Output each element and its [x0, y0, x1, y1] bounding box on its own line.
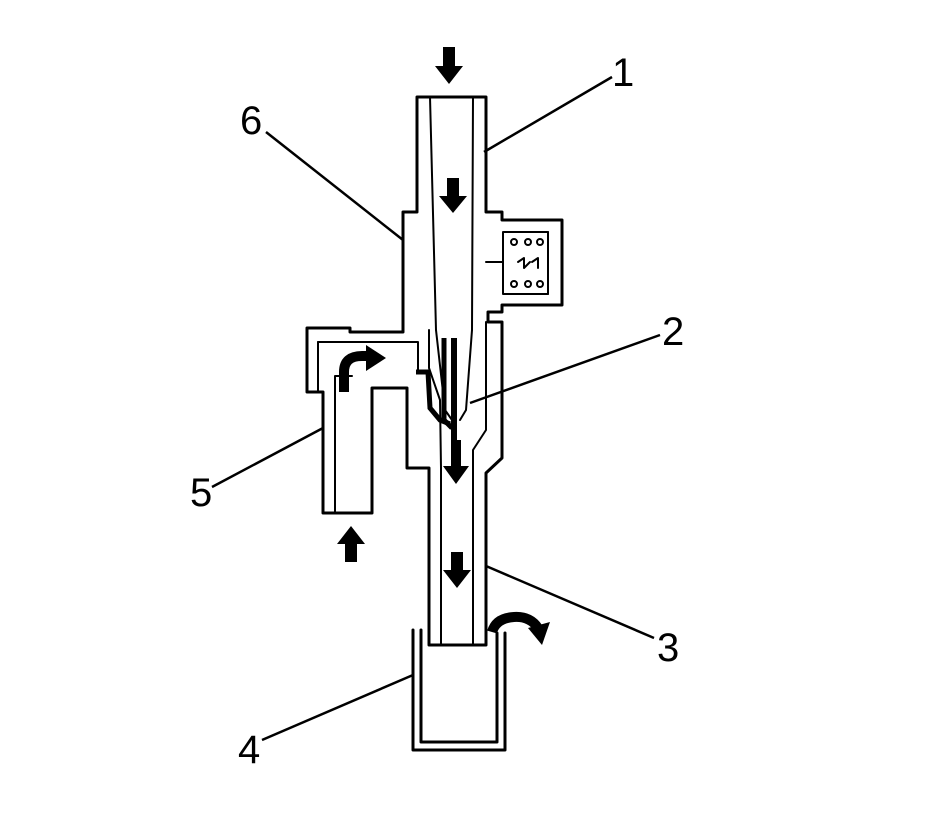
cone-outer-right: [472, 321, 487, 469]
leader-3: [485, 564, 655, 640]
callout-6: 6: [240, 99, 262, 143]
arrow-down-icon: [439, 178, 467, 213]
leader-5: [211, 426, 324, 489]
flow-lines: [416, 338, 457, 440]
arrow-down-icon: [443, 440, 469, 484]
callout-4: 4: [238, 728, 260, 772]
curved-arrow-icon: [487, 611, 550, 645]
side-channel-inner-bottom: [334, 375, 353, 514]
body-outline-right: [305, 95, 564, 647]
arrow-up-icon: [337, 526, 365, 562]
arrow-down-icon: [435, 47, 463, 84]
leader-6: [265, 131, 404, 241]
nozzle-right: [459, 329, 473, 421]
cone-outer-left: [428, 329, 442, 469]
leader-2: [469, 333, 661, 405]
valve-spring: [510, 238, 544, 288]
side-channel-inner-top: [317, 341, 419, 371]
curved-arrow-icon: [339, 345, 386, 392]
callout-2: 2: [662, 310, 684, 354]
callout-5: 5: [190, 471, 212, 515]
leader-4: [261, 673, 414, 742]
arrow-down-icon: [443, 552, 471, 588]
inlet-inner-right: [471, 96, 474, 331]
collection-cup: [411, 628, 507, 752]
inlet-inner-left: [429, 96, 437, 331]
callout-3: 3: [657, 626, 679, 670]
pump-body: [305, 95, 564, 647]
leader-1: [483, 75, 613, 154]
callout-1: 1: [612, 51, 634, 95]
